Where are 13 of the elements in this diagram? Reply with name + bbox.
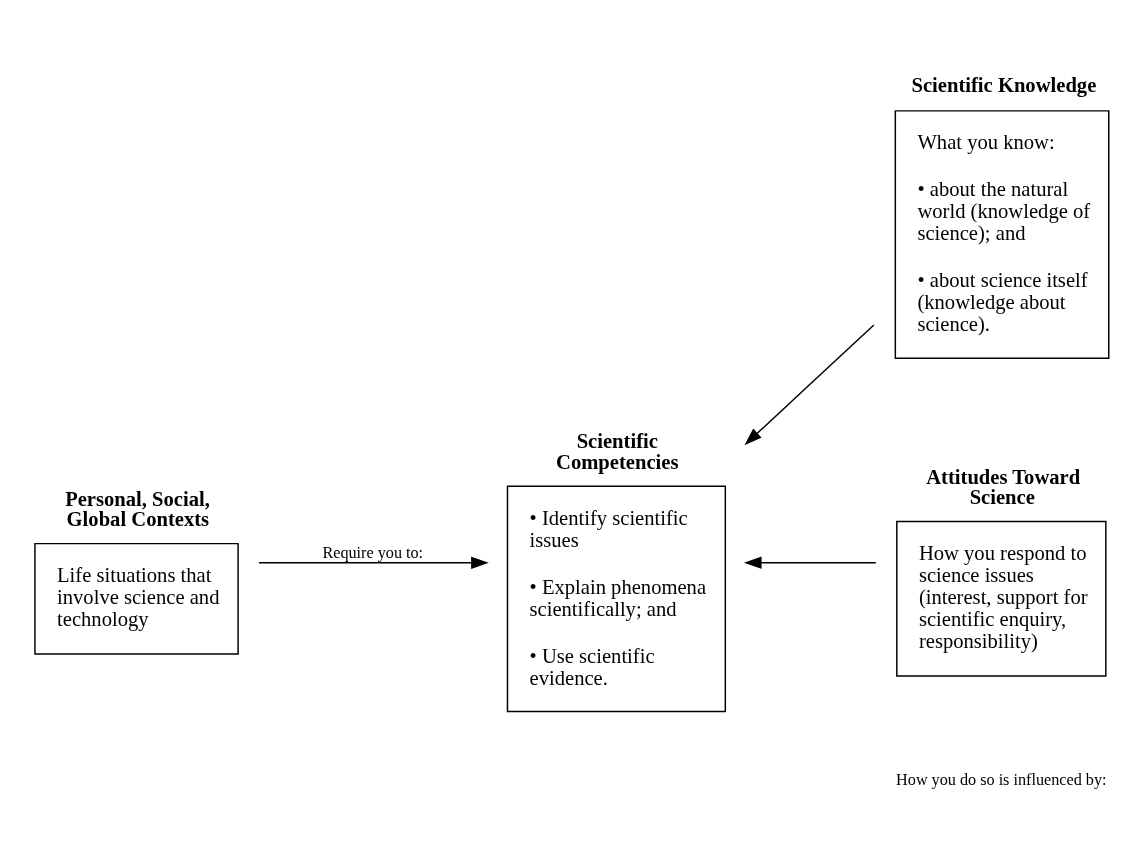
arrow bbox=[743, 556, 877, 569]
node-box: • Identify scientific issues • Explain phenomena scientifically; and • Use scientific evidence. bbox=[506, 485, 727, 712]
node-label: Personal, Social, Global Contexts bbox=[65, 487, 210, 530]
node-box: How you respond to science issues (interest, support for scientific enquiry, responsibility) bbox=[896, 520, 1107, 677]
node-box: What you know: • about the natural world (knowledge of science); and • about science itself (knowledge about science). bbox=[894, 109, 1110, 359]
node-label: Scientific Knowledge bbox=[911, 73, 1097, 96]
node-label: Attitudes Toward Science bbox=[926, 465, 1081, 508]
node-box: Life situations that involve science and technology bbox=[34, 542, 239, 655]
label: How you do so is influenced by: bbox=[896, 770, 1107, 789]
arrow bbox=[744, 323, 875, 445]
arrow bbox=[258, 556, 489, 569]
node-label: Scientific Competencies bbox=[556, 429, 679, 473]
edge-label: Require you to: bbox=[322, 543, 424, 562]
